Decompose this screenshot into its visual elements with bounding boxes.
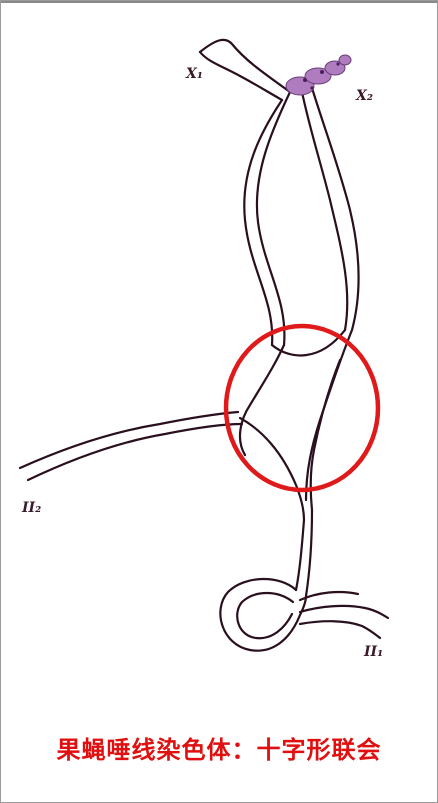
lower-stem-a (296, 520, 304, 590)
ii-right-strand-b (300, 621, 380, 638)
figure-caption: 果蝇唾线染色体：十字形联会 (0, 730, 438, 765)
left-strand-b (257, 92, 290, 345)
right-strand-b (312, 88, 359, 330)
loop-inner (237, 593, 293, 638)
label-x2: X₂ (355, 88, 373, 104)
loop-outer (220, 579, 306, 651)
ii-right-strand-c (300, 592, 358, 600)
left-strand-a (244, 100, 282, 345)
lower-stem-b (306, 510, 312, 596)
x1-strand-outer (200, 40, 290, 92)
center-left-down (240, 345, 284, 455)
ii-left-strand-a (20, 412, 238, 468)
heterochromatin-blob (286, 55, 351, 95)
label-ii-left: II₂ (21, 500, 41, 516)
ii-right-strand-a (300, 606, 388, 618)
label-x1: X₁ (185, 66, 203, 82)
label-ii-right: II₁ (363, 644, 383, 660)
